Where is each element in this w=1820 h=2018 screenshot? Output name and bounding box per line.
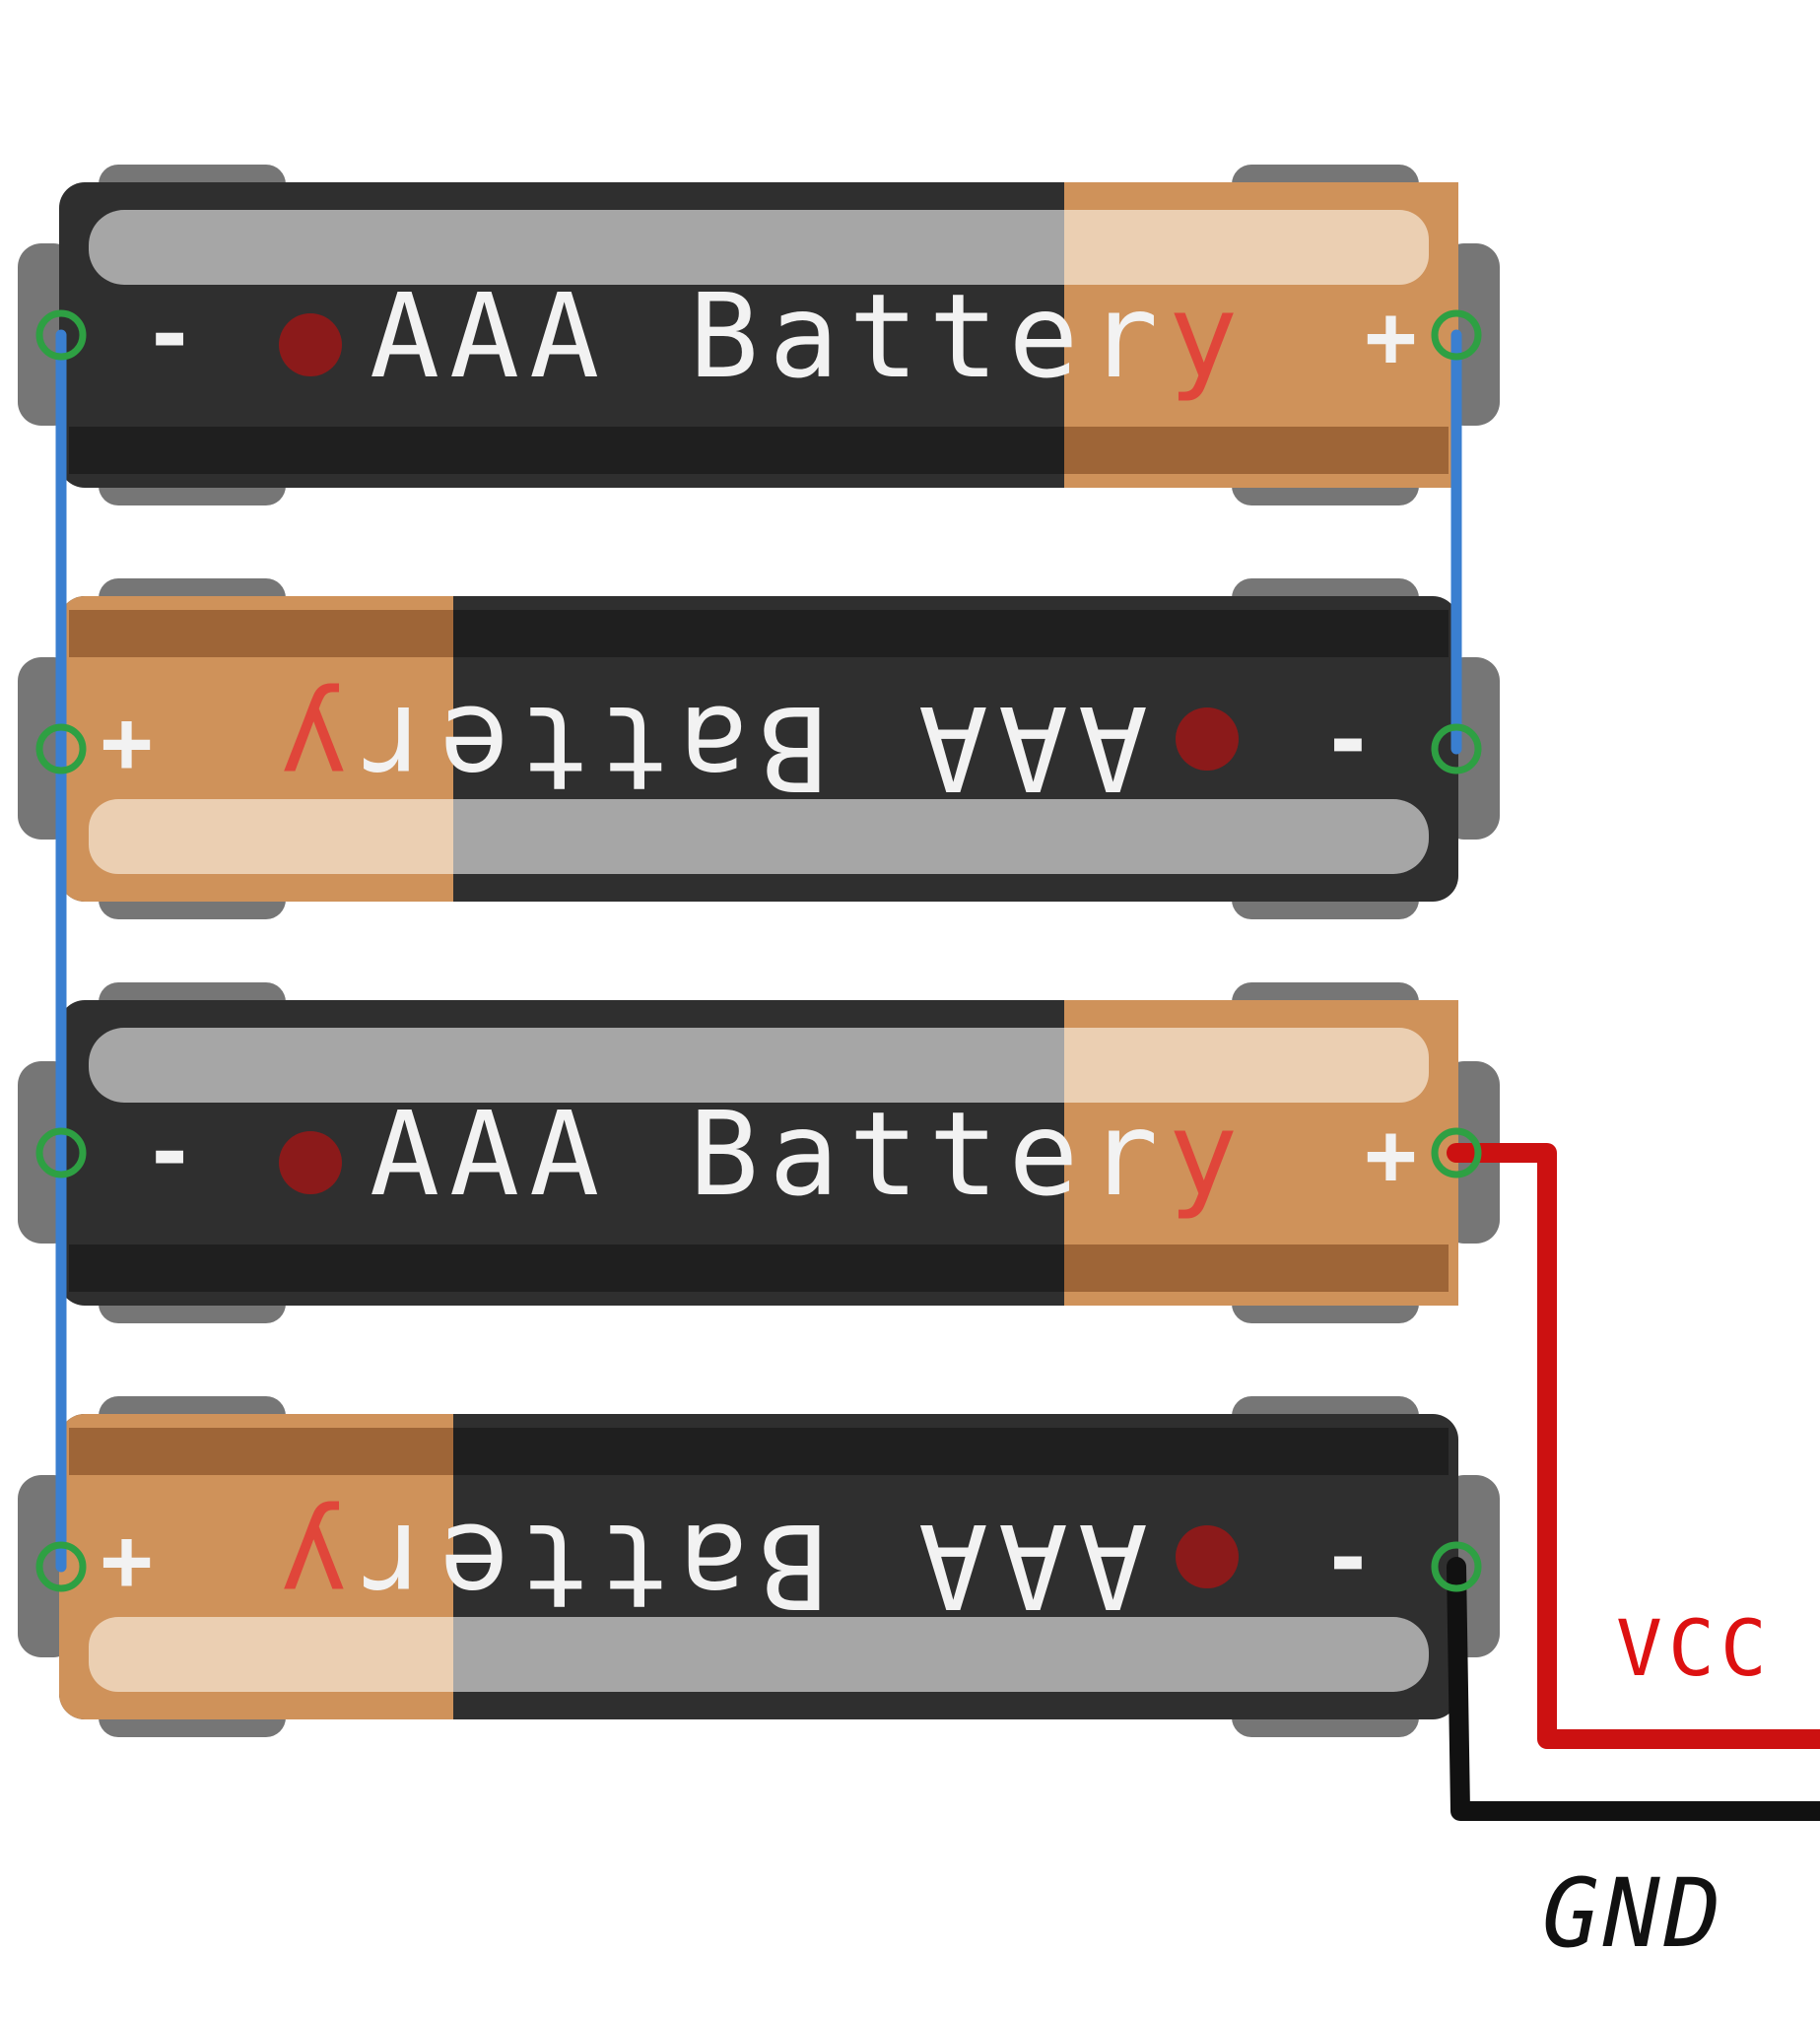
battery-copper-shade [1064,1244,1449,1292]
battery-copper-highlight-edge [414,1617,453,1692]
battery-label-group: - AAA Battery + [143,268,1417,404]
batteries: -AAA Battery+-AAA Battery+-AAA Battery+-… [18,165,1500,1737]
battery-minus-sign: - [1321,1515,1375,1619]
vcc-label: VCC [1616,1605,1773,1694]
battery-copper-highlight-edge [1064,210,1104,285]
connection-pin [35,723,87,774]
battery-label: AAA Battery [270,680,1148,816]
connection-pin [1431,309,1482,361]
battery-1: - AAA Battery + [18,165,1500,505]
battery-2: - AAA Battery + [18,578,1500,919]
connection-pin [35,1127,87,1178]
battery-label: AAA Battery [370,268,1247,404]
battery-copper-shade [69,610,453,657]
battery-label-group: - AAA Battery + [101,1498,1375,1634]
wire-gnd [1447,1557,1820,1821]
battery-plus-sign: + [101,697,153,798]
connection-pin [35,1541,87,1592]
connection-pin [1431,723,1482,774]
battery-polarity-dot [1176,707,1239,771]
battery-minus-sign: - [1321,698,1375,801]
battery-copper-shade [69,1428,453,1475]
battery-copper-highlight-edge [1064,1028,1104,1103]
connection-pins [35,309,1482,1592]
battery-label-end: y [1168,1086,1247,1222]
wires [55,329,1820,1821]
wire-vcc [1447,1143,1820,1749]
battery-label: AAA Battery [370,1086,1247,1222]
battery-label-end: y [270,1498,350,1634]
battery-copper-shade [1064,427,1449,474]
battery-polarity-dot [279,313,342,376]
connection-pin [1431,1541,1482,1592]
battery-4: - AAA Battery + [18,1396,1500,1737]
battery-polarity-dot [279,1131,342,1194]
battery-label-end: y [1168,268,1247,404]
battery-label-end: y [270,680,350,816]
battery-3: - AAA Battery + [18,982,1500,1323]
battery-label-group: - AAA Battery + [143,1086,1417,1222]
battery-plus-sign: + [1365,286,1417,387]
gnd-label: GND [1542,1858,1724,1969]
battery-minus-sign: - [143,283,196,386]
connection-pin [1431,1127,1482,1178]
battery-label-group: - AAA Battery + [101,680,1375,816]
battery-minus-sign: - [143,1101,196,1204]
power-labels: VCC GND [1542,1605,1773,1969]
battery-plus-sign: + [101,1514,153,1616]
battery-copper-highlight [89,1617,453,1692]
battery-polarity-dot [1176,1525,1239,1588]
battery-copper-highlight [1064,1028,1429,1103]
battery-label: AAA Battery [270,1498,1148,1634]
battery-copper-highlight [89,799,453,874]
battery-copper-highlight [1064,210,1429,285]
connection-pin [35,309,87,361]
battery-plus-sign: + [1365,1104,1417,1205]
battery-copper-highlight-edge [414,799,453,874]
battery-copper-cap [1429,1000,1458,1306]
